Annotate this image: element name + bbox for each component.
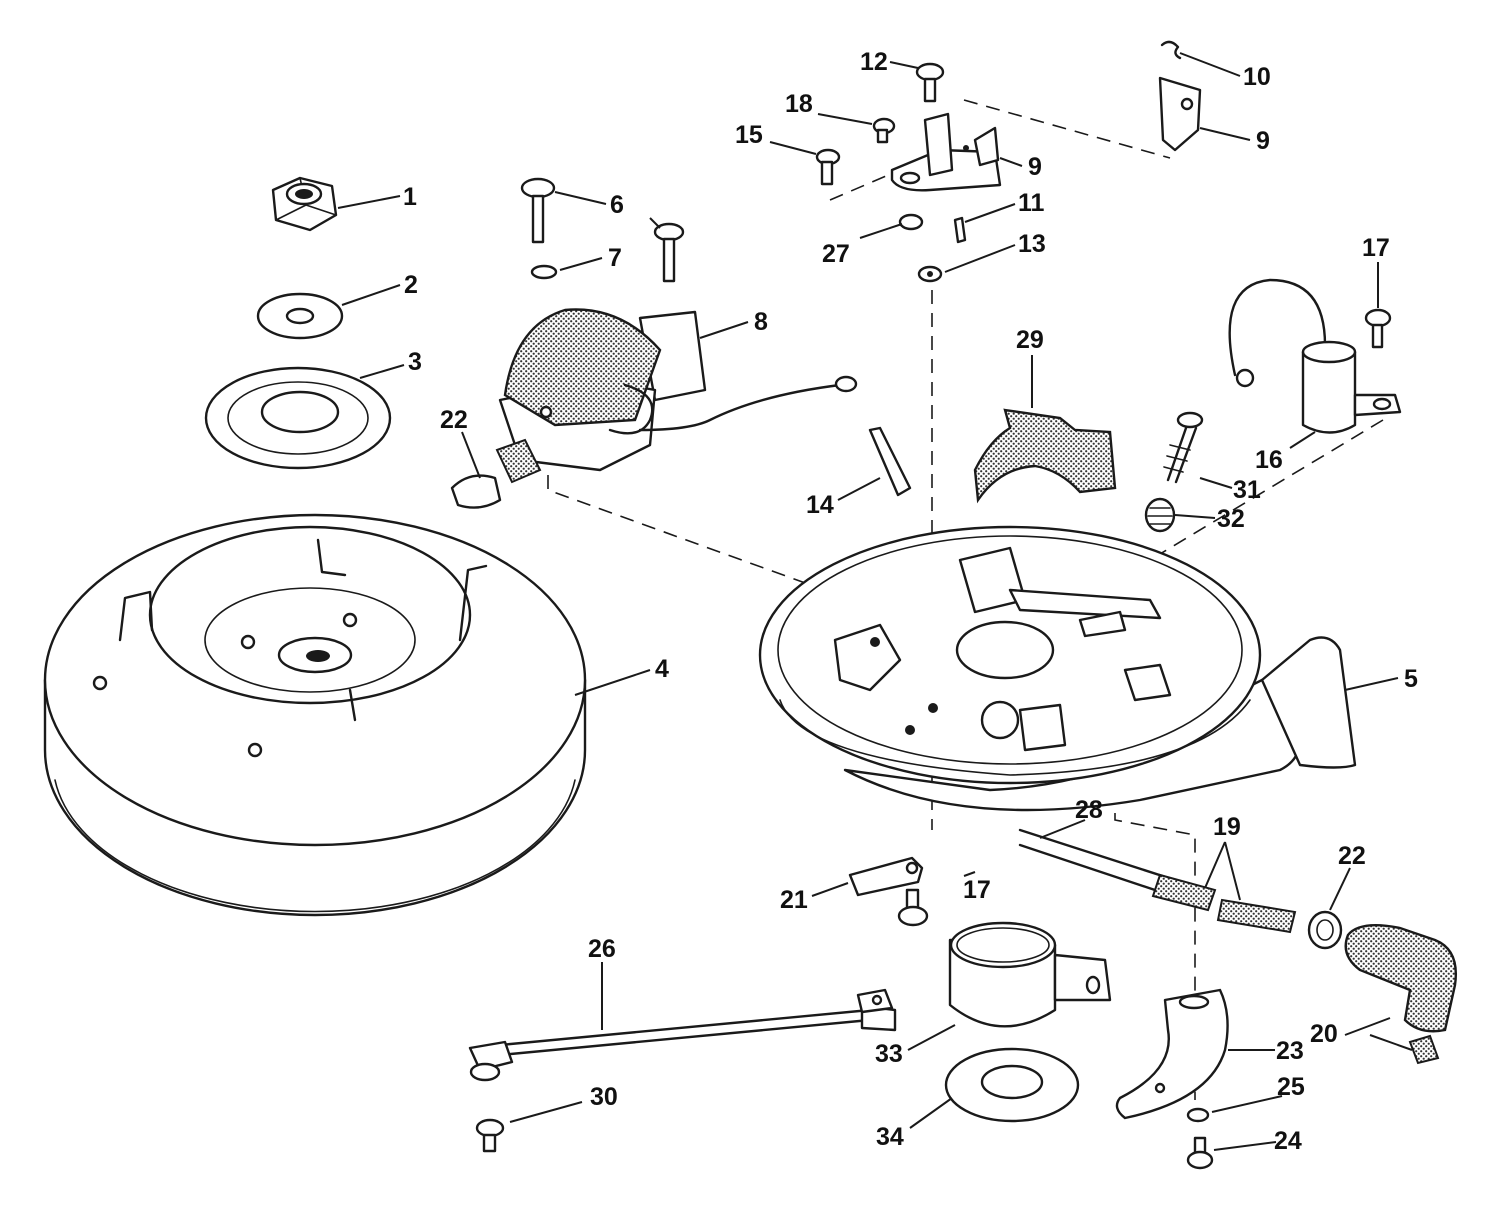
ground-lead bbox=[468, 988, 897, 1082]
ignition-coil bbox=[495, 308, 858, 484]
callout-16: 16 bbox=[1255, 446, 1283, 474]
hex-nut bbox=[271, 176, 338, 232]
breaker-point-set bbox=[890, 112, 1002, 192]
large-washer bbox=[944, 1047, 1080, 1123]
key-11 bbox=[953, 216, 967, 244]
high-tension-lead bbox=[1018, 828, 1217, 912]
spring-32 bbox=[1144, 497, 1176, 533]
screw-30 bbox=[475, 1118, 505, 1153]
callout-17-bottom: 17 bbox=[963, 876, 991, 904]
callout-21: 21 bbox=[780, 886, 808, 914]
callout-10: 10 bbox=[1243, 63, 1271, 91]
spark-plug-boot-left bbox=[450, 474, 502, 509]
callout-20: 20 bbox=[1310, 1020, 1338, 1048]
callout-31: 31 bbox=[1233, 476, 1261, 504]
callout-13: 13 bbox=[1018, 230, 1046, 258]
retaining-clip bbox=[1160, 40, 1182, 60]
screw-15 bbox=[815, 148, 841, 186]
coil-mounting-screws bbox=[520, 177, 685, 283]
callout-18: 18 bbox=[785, 90, 813, 118]
link-plate bbox=[1115, 988, 1229, 1120]
lead-clip bbox=[848, 856, 924, 897]
callout-4: 4 bbox=[655, 655, 669, 683]
callout-26: 26 bbox=[588, 935, 616, 963]
flywheel bbox=[43, 513, 587, 917]
callout-7: 7 bbox=[608, 244, 622, 272]
screw-18 bbox=[872, 117, 896, 144]
callout-leader-lines bbox=[337, 52, 1413, 1151]
callout-30: 30 bbox=[590, 1083, 618, 1111]
callout-14: 14 bbox=[806, 491, 834, 519]
armature-plate bbox=[758, 525, 1357, 812]
callout-6: 6 bbox=[610, 191, 624, 219]
callout-25: 25 bbox=[1277, 1073, 1305, 1101]
callout-32: 32 bbox=[1217, 505, 1245, 533]
callout-24: 24 bbox=[1274, 1127, 1302, 1155]
condenser-bracket bbox=[948, 921, 1112, 1028]
callout-29: 29 bbox=[1016, 326, 1044, 354]
callout-22-right: 22 bbox=[1338, 842, 1366, 870]
felt-gasket bbox=[973, 408, 1117, 504]
spring-screw bbox=[1163, 411, 1204, 484]
callout-labels: 1 2 3 4 5 6 7 8 9 9 10 11 12 13 14 15 16… bbox=[403, 48, 1418, 1155]
callout-34: 34 bbox=[876, 1123, 904, 1151]
breaker-arm bbox=[1158, 76, 1202, 152]
callout-17-top: 17 bbox=[1362, 234, 1390, 262]
felt-wick bbox=[868, 426, 912, 497]
callout-12: 12 bbox=[860, 48, 888, 76]
callout-15: 15 bbox=[735, 121, 763, 149]
washer-25 bbox=[1186, 1107, 1210, 1123]
callout-19: 19 bbox=[1213, 813, 1241, 841]
callout-23: 23 bbox=[1276, 1037, 1304, 1065]
flat-washer bbox=[256, 292, 344, 340]
callout-9-right: 9 bbox=[1256, 127, 1270, 155]
callout-22-left: 22 bbox=[440, 406, 468, 434]
callout-9-center: 9 bbox=[1028, 153, 1042, 181]
screw-12 bbox=[915, 62, 945, 103]
screw-17-bottom bbox=[897, 888, 929, 927]
spark-plug-boot bbox=[1344, 924, 1457, 1065]
flywheel-cover-plate bbox=[204, 366, 392, 470]
callout-28: 28 bbox=[1075, 796, 1103, 824]
callout-2: 2 bbox=[404, 271, 418, 299]
insulating-sleeve bbox=[1216, 898, 1297, 934]
condenser bbox=[1228, 278, 1402, 434]
washer-27 bbox=[898, 213, 924, 231]
callout-1: 1 bbox=[403, 183, 417, 211]
callout-33: 33 bbox=[875, 1040, 903, 1068]
callout-3: 3 bbox=[408, 348, 422, 376]
screw-17-top bbox=[1364, 308, 1392, 349]
callout-5: 5 bbox=[1404, 665, 1418, 693]
callout-27: 27 bbox=[822, 240, 850, 268]
retainer-ring bbox=[1307, 910, 1343, 950]
callout-8: 8 bbox=[754, 308, 768, 336]
lockwasher-7 bbox=[530, 264, 558, 280]
callout-11: 11 bbox=[1018, 189, 1045, 217]
screw-24 bbox=[1186, 1136, 1214, 1170]
